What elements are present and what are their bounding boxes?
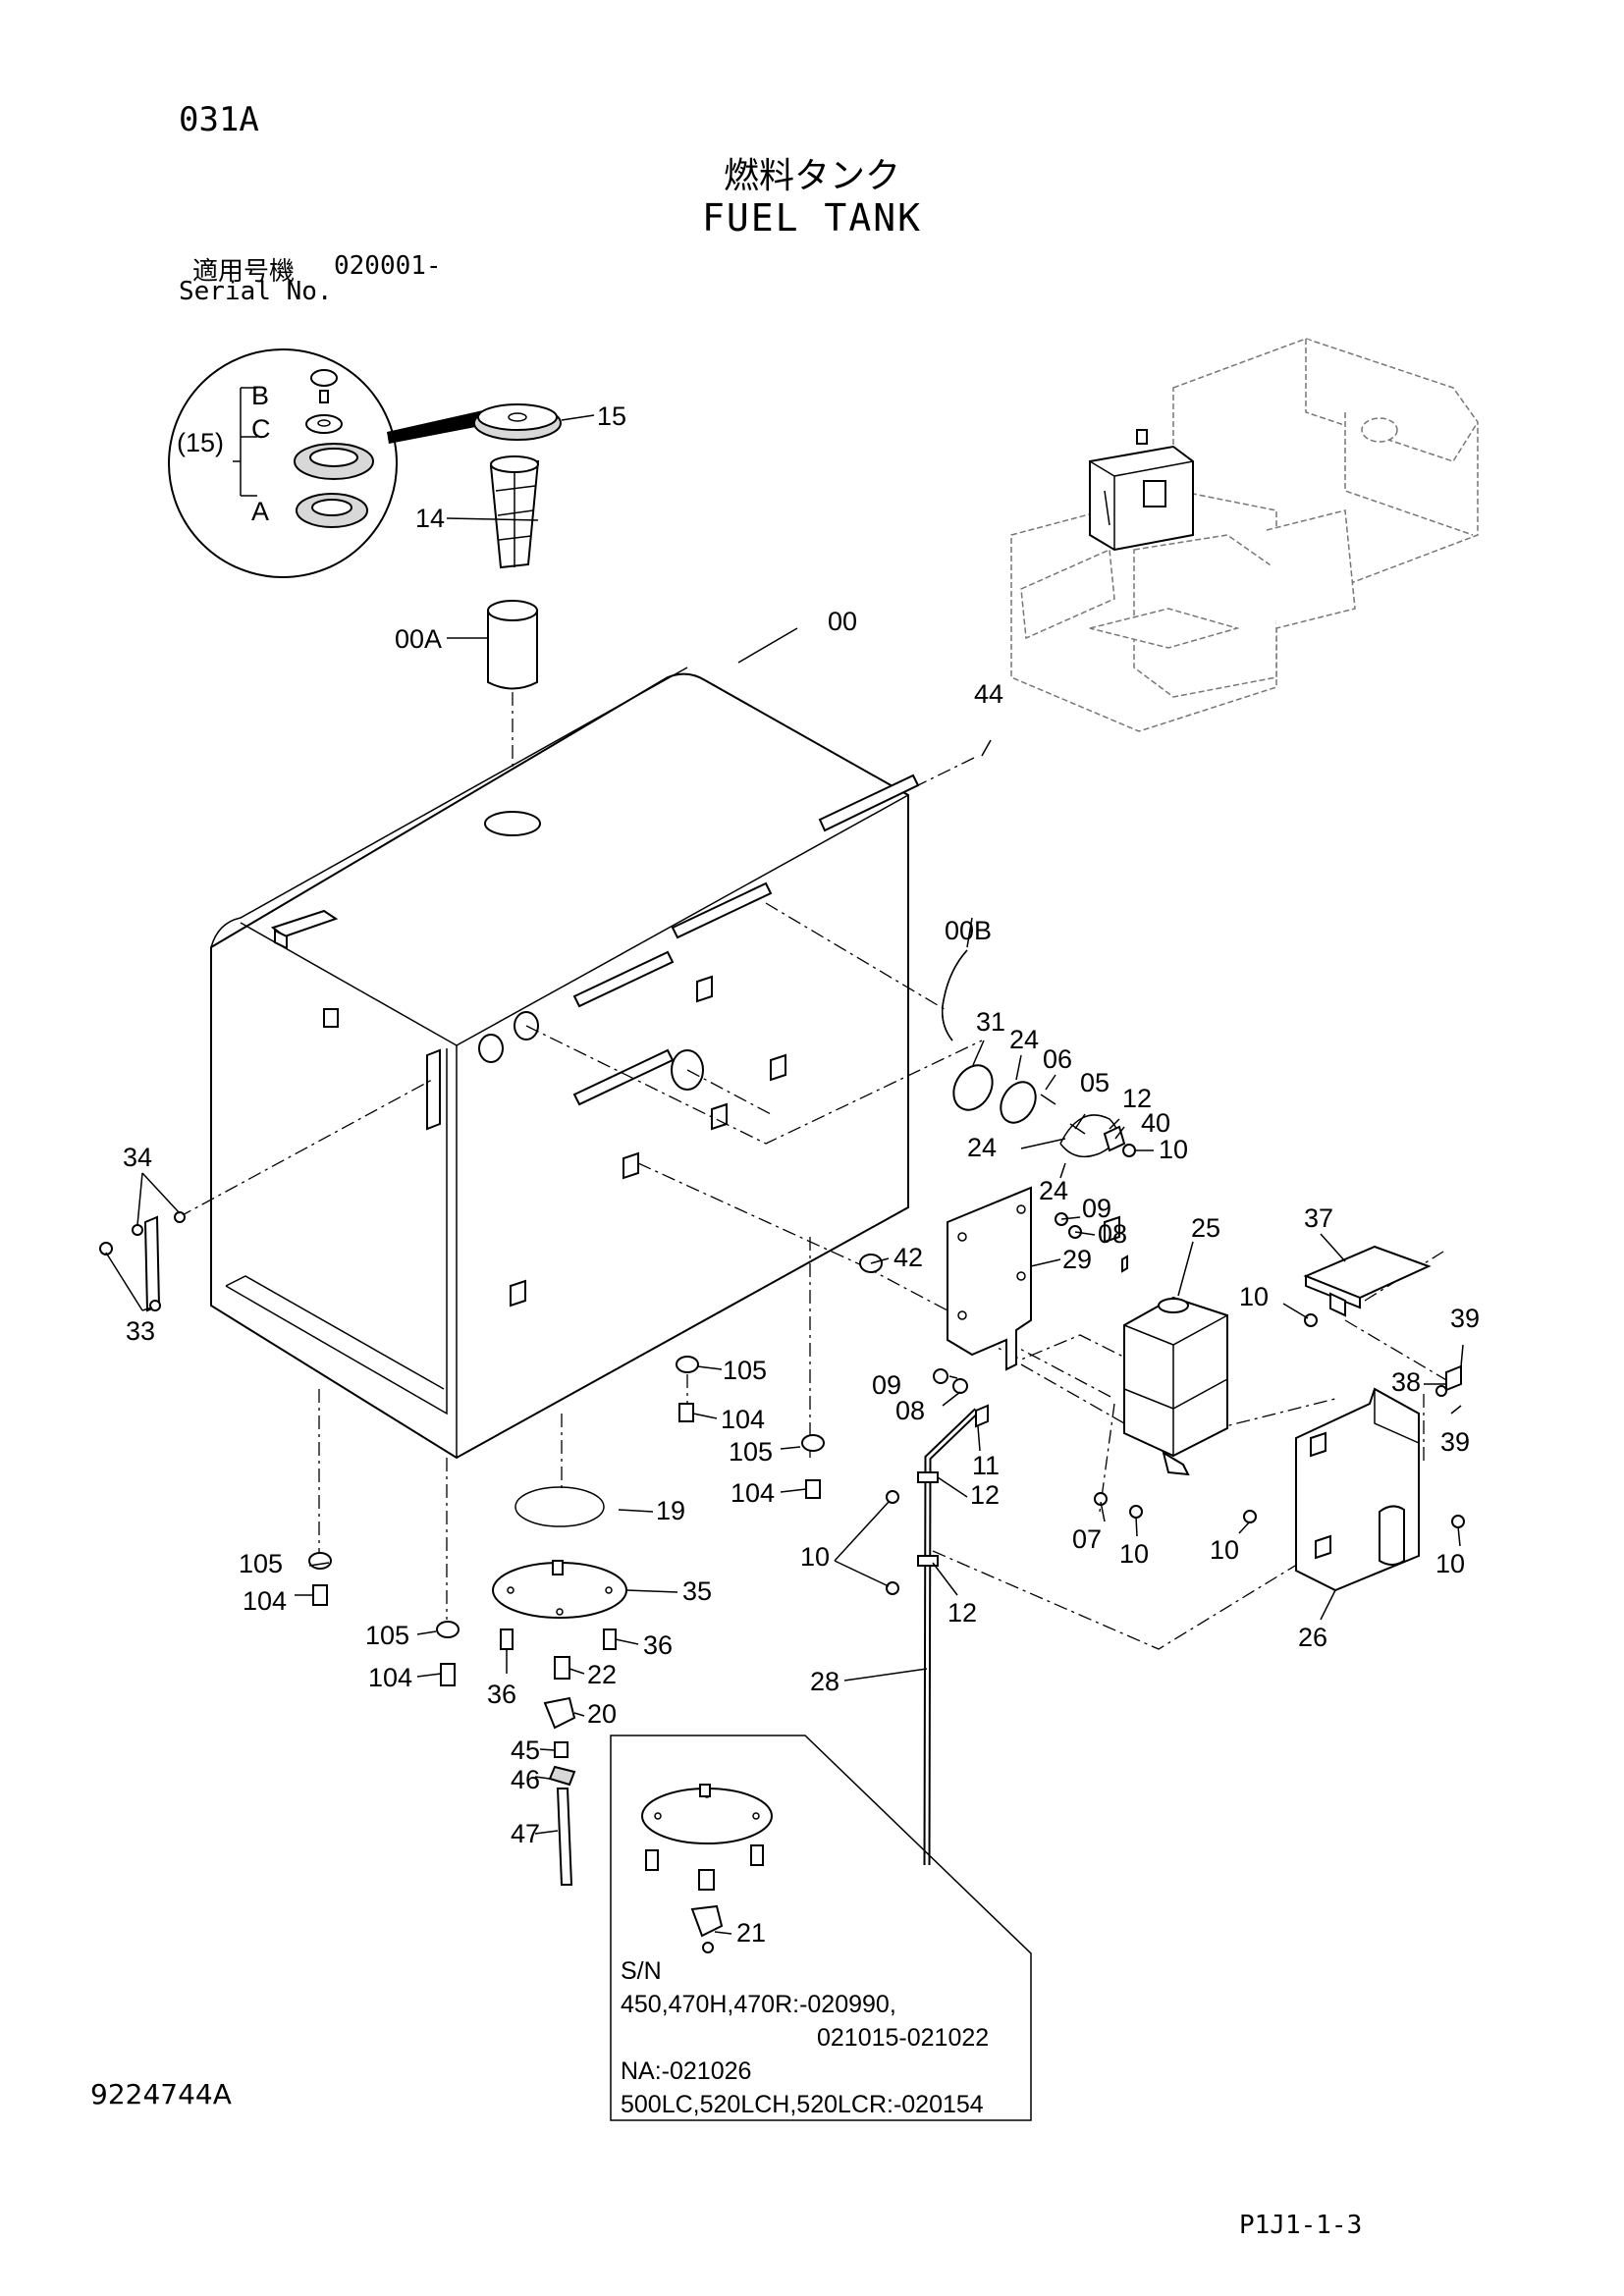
callout-11: 11 <box>972 1451 1000 1480</box>
callout-24-b: 24 <box>967 1133 997 1162</box>
callout-10-f: 10 <box>1435 1549 1465 1578</box>
callout-20: 20 <box>587 1699 617 1729</box>
callout-35: 35 <box>682 1576 712 1606</box>
side-bracket-33-34 <box>99 1211 186 1312</box>
sheet-reference: P1J1-1-3 <box>1239 2211 1363 2240</box>
page-code: 031A <box>179 100 259 139</box>
inset-note-line-1: S/N <box>621 1957 662 1985</box>
callout-44: 44 <box>974 679 1003 709</box>
callout-14: 14 <box>415 504 445 533</box>
inset-note-line-3: 021015-021022 <box>817 2024 989 2052</box>
detail-label-15-group: (15) <box>177 428 224 457</box>
reserve-tank-25 <box>1123 1296 1228 1476</box>
serial-label-english: Serial No. <box>179 277 333 306</box>
detail-label-c: C <box>251 414 271 444</box>
callout-12-a: 12 <box>1122 1084 1152 1113</box>
callout-104-a: 104 <box>721 1405 765 1434</box>
callout-105-d: 105 <box>365 1621 409 1650</box>
detail-label-a: A <box>251 497 269 526</box>
drain-flange-assembly <box>492 1486 627 1886</box>
callout-00: 00 <box>828 607 857 636</box>
callout-12-b: 12 <box>970 1480 1000 1510</box>
callout-00a: 00A <box>395 624 442 654</box>
inset-note-line-5: 500LC,520LCH,520LCR:-020154 <box>621 2091 984 2118</box>
callout-29: 29 <box>1062 1245 1092 1274</box>
detail-label-b: B <box>251 381 269 410</box>
drawing-number: 9224744A <box>90 2078 232 2110</box>
callout-06: 06 <box>1043 1044 1072 1074</box>
callout-34: 34 <box>123 1143 152 1172</box>
callout-105-b: 105 <box>729 1437 773 1467</box>
fuel-tank-body <box>210 627 920 1460</box>
serial-label-japanese: 適用号機 <box>192 257 296 287</box>
callout-36-a: 36 <box>487 1680 516 1709</box>
callout-22: 22 <box>587 1660 617 1689</box>
callout-09-b: 09 <box>872 1370 901 1400</box>
callout-00b: 00B <box>945 916 992 945</box>
title-japanese: 燃料タンク <box>723 156 900 196</box>
callout-46: 46 <box>511 1765 540 1794</box>
callout-08-a: 08 <box>1098 1219 1127 1249</box>
callout-37: 37 <box>1304 1203 1333 1233</box>
inset-detail-box: S/N 450,470H,470R:-020990, 021015-021022… <box>610 1735 1032 2121</box>
callout-105-a: 105 <box>723 1356 767 1385</box>
callout-33: 33 <box>126 1316 155 1346</box>
callout-21: 21 <box>736 1918 766 1948</box>
cover-37-and-bracket-26 <box>1295 1245 1462 1592</box>
callout-104-b: 104 <box>731 1478 775 1508</box>
inset-note-line-4: NA:-021026 <box>621 2057 751 2085</box>
callout-15: 15 <box>597 401 626 431</box>
callout-10-b: 10 <box>1239 1282 1269 1311</box>
callout-10-d: 10 <box>1119 1539 1149 1569</box>
callout-104-c: 104 <box>243 1586 287 1616</box>
callout-24-c: 24 <box>1039 1176 1068 1205</box>
callout-105-c: 105 <box>239 1549 283 1578</box>
callout-25: 25 <box>1191 1213 1220 1243</box>
serial-value: 020001- <box>334 251 442 281</box>
callout-10-a: 10 <box>1159 1135 1188 1164</box>
callout-08-b: 08 <box>895 1396 925 1425</box>
return-hose-and-fittings <box>941 949 1128 1273</box>
callout-36-b: 36 <box>643 1630 673 1660</box>
inset-note-line-2: 450,470H,470R:-020990, <box>621 1991 896 2018</box>
callout-28: 28 <box>810 1667 839 1696</box>
callout-39-a: 39 <box>1450 1304 1480 1333</box>
callout-45: 45 <box>511 1735 540 1765</box>
callout-42: 42 <box>893 1243 923 1272</box>
callout-104-d: 104 <box>368 1663 412 1692</box>
callout-38: 38 <box>1391 1367 1421 1397</box>
suction-pipe-28 <box>886 1144 1465 1866</box>
detail-circle-15: B C (15) A <box>168 348 491 578</box>
callout-10-e: 10 <box>1210 1535 1239 1565</box>
callout-05: 05 <box>1080 1068 1110 1097</box>
callout-09-a: 09 <box>1082 1194 1111 1223</box>
callout-10-c: 10 <box>800 1542 830 1572</box>
mounting-plate-29 <box>859 1186 1082 1394</box>
callout-24-a: 24 <box>1009 1025 1039 1054</box>
callout-19: 19 <box>656 1496 685 1525</box>
callout-07: 07 <box>1072 1524 1102 1554</box>
callout-26: 26 <box>1298 1623 1327 1652</box>
title-english: FUEL TANK <box>702 196 922 240</box>
callout-31: 31 <box>976 1007 1005 1037</box>
callout-12-c: 12 <box>947 1598 977 1628</box>
callout-leader-lines <box>105 414 1464 1935</box>
callout-numbers: 15 14 00A 00 44 00B 31 24 06 05 12 40 10… <box>123 401 1480 1948</box>
callout-47: 47 <box>511 1819 540 1848</box>
callout-40: 40 <box>1141 1108 1170 1138</box>
filler-cap-assembly <box>473 403 562 820</box>
callout-39-b: 39 <box>1440 1427 1470 1457</box>
machine-location-sketch <box>1010 338 1479 732</box>
bottom-fasteners <box>308 1356 825 1686</box>
